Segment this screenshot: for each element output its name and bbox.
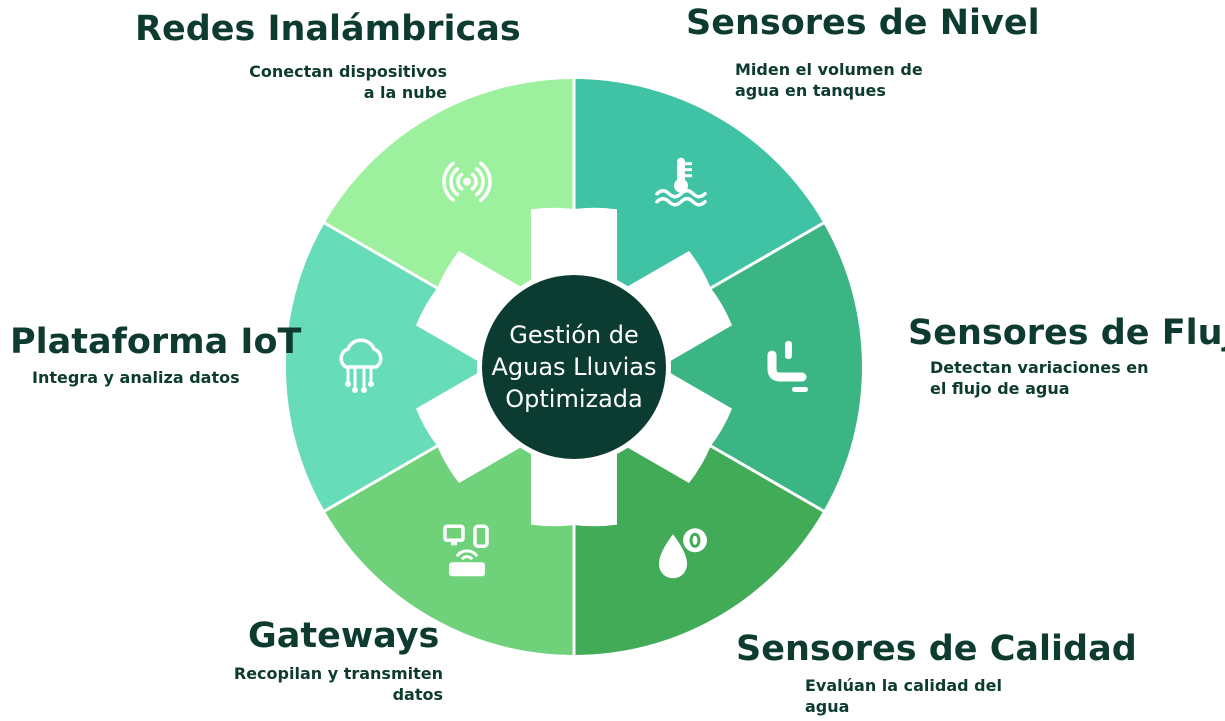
circuit-node (368, 381, 374, 387)
segment-divider (710, 444, 826, 514)
desc-line: Integra y analiza datos (32, 368, 240, 387)
water-drop-quality-icon (659, 528, 707, 579)
water-level-thermometer-icon (655, 157, 707, 207)
thermometer-bulb (674, 178, 688, 193)
wheel-segment (286, 223, 488, 511)
segment-desc-flujo: Detectan variaciones en el flujo de agua (930, 358, 1148, 400)
water-wave (655, 196, 707, 207)
center-label-line: Gestión de (509, 321, 638, 349)
signal-dot (463, 177, 471, 186)
segment-desc-gateways: Recopilan y transmiten datos (234, 664, 443, 706)
center-label-line: Optimizada (505, 385, 643, 413)
router-devices-icon (443, 524, 489, 577)
segment-title-redes: Redes Inalámbricas (135, 9, 521, 49)
segment-divider (710, 220, 826, 290)
circuit-node (345, 381, 351, 387)
segment-title-flujo: Sensores de Flujo (908, 313, 1225, 353)
signal-wave-left (442, 161, 455, 202)
wheel-segment (574, 79, 824, 293)
faucet-handle (785, 341, 792, 359)
desc-line: Detectan variaciones en (930, 358, 1149, 377)
cloud-circuit-icon (339, 338, 383, 393)
router-signal-inner (460, 555, 474, 561)
signal-wave-left (449, 167, 460, 197)
segment-title-nivel: Sensores de Nivel (686, 3, 1040, 43)
router-signal (455, 549, 479, 558)
segment-divider (322, 444, 438, 514)
signal-wave-right (474, 167, 485, 197)
router-body (449, 562, 485, 577)
desc-line: a la nube (363, 82, 447, 102)
segment-title-calidad: Sensores de Calidad (736, 629, 1137, 669)
quality-badge-zero (689, 532, 701, 548)
desc-line: datos (392, 684, 443, 704)
desc-line: el flujo de agua (930, 378, 1070, 398)
circuit-node (352, 387, 358, 393)
segment-divider (322, 220, 438, 290)
water-wave (655, 188, 707, 199)
quality-badge (683, 528, 707, 553)
monitor-stand (451, 540, 457, 546)
desc-line: Miden el volumen de (735, 60, 923, 79)
cloud-outline (339, 338, 383, 369)
wheel-segment (660, 223, 862, 511)
desc-line: Conectan dispositivos (249, 62, 447, 81)
circuit-node (361, 387, 367, 393)
desc-line: agua (805, 696, 850, 716)
faucet-icon (767, 341, 808, 392)
segment-desc-calidad: Evalúan la calidad del agua (805, 676, 1002, 718)
thermometer-stem (677, 157, 685, 184)
signal-wave-left (456, 172, 464, 191)
signal-wave-right (470, 172, 478, 191)
water-drop (659, 534, 687, 579)
wheel-segment (324, 441, 574, 655)
faucet-pipe (767, 350, 807, 382)
signal-wave-right (479, 161, 492, 202)
desc-line: Evalúan la calidad del (805, 676, 1002, 695)
center-circle (482, 275, 666, 459)
segment-desc-plataforma: Integra y analiza datos (32, 368, 240, 389)
wireless-signal-icon (442, 161, 492, 202)
segment-title-gateways: Gateways (248, 616, 440, 656)
desc-line: agua en tanques (735, 80, 886, 100)
faucet-drip (792, 387, 808, 392)
desc-line: Recopilan y transmiten (233, 664, 443, 683)
wheel-segment (324, 79, 574, 293)
phone-device (473, 524, 489, 549)
segment-desc-redes: Conectan dispositivos a la nube (249, 62, 447, 104)
segment-title-plataforma: Plataforma IoT (10, 322, 302, 362)
center-label-line: Aguas Lluvias (491, 353, 656, 381)
segment-desc-nivel: Miden el volumen de agua en tanques (735, 60, 923, 102)
